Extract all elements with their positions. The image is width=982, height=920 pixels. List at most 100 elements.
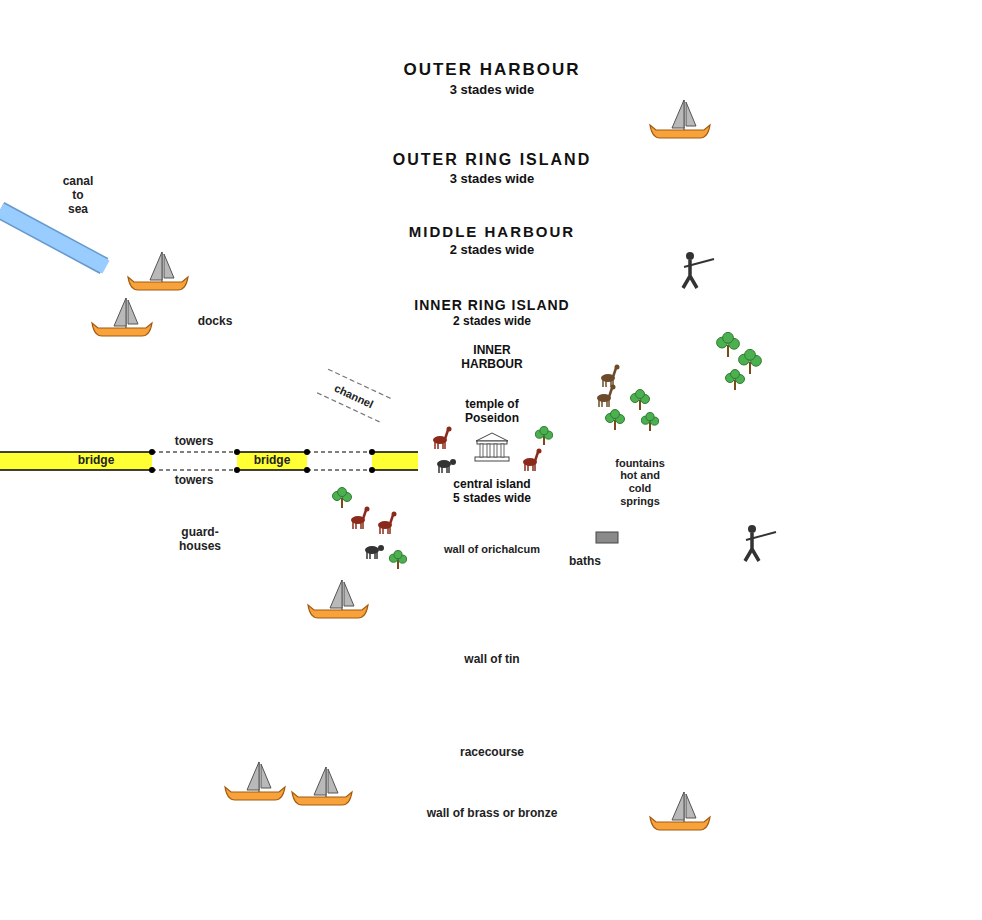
animal-leg bbox=[612, 380, 614, 387]
harbour-ring: OUTER HARBOUR3 stades wideOUTER RING ISL… bbox=[34, 2, 950, 918]
bridge-post bbox=[369, 449, 375, 455]
racecourse-track bbox=[318, 595, 725, 730]
animal-neck bbox=[535, 452, 538, 461]
tree-trunk bbox=[614, 420, 616, 430]
tree-leaves bbox=[731, 370, 740, 379]
boat bbox=[650, 792, 710, 830]
bridge-edge bbox=[0, 469, 152, 471]
place-label: bridge bbox=[78, 454, 115, 468]
boat-mast bbox=[258, 762, 259, 792]
animal-leg bbox=[602, 380, 604, 387]
tree-leaves bbox=[616, 415, 625, 424]
tree-trunk bbox=[649, 422, 651, 431]
boat bbox=[292, 767, 352, 805]
ring-outline bbox=[153, 121, 831, 799]
tree-leaves bbox=[641, 416, 649, 424]
bridge-post bbox=[369, 467, 375, 473]
animal-head bbox=[537, 449, 542, 454]
ring-heading: INNER HARBOUR bbox=[452, 344, 532, 372]
harbour-ring: MIDDLE HARBOUR2 stades wideINNER RING IS… bbox=[237, 205, 747, 715]
tree-trunk bbox=[727, 345, 729, 357]
ring-heading: OUTER HARBOUR bbox=[403, 60, 580, 80]
tree-leaves bbox=[751, 355, 762, 366]
tree-leaves bbox=[540, 427, 548, 435]
boat bbox=[308, 580, 368, 618]
bridge-dash bbox=[307, 470, 372, 471]
llama bbox=[433, 427, 452, 450]
ring-shape bbox=[237, 205, 747, 715]
soldier-body bbox=[683, 260, 697, 288]
dock-line bbox=[232, 258, 296, 322]
ring-outline bbox=[35, 3, 950, 918]
tree-trunk bbox=[749, 362, 751, 374]
boat-sail bbox=[672, 100, 696, 128]
animal-leg bbox=[441, 466, 443, 473]
tree-leaves bbox=[389, 554, 397, 562]
animal-leg bbox=[366, 552, 368, 559]
animal-leg bbox=[374, 552, 376, 559]
ring-caption: central island 5 stades wide bbox=[451, 478, 533, 506]
animal-leg bbox=[532, 464, 534, 471]
temple-lintel bbox=[477, 441, 507, 444]
place-label: towers bbox=[175, 435, 214, 449]
bridge-dash bbox=[152, 452, 237, 453]
tree bbox=[631, 390, 650, 411]
tree-leaves bbox=[723, 332, 734, 343]
bridge-span bbox=[372, 452, 418, 470]
animal-body bbox=[351, 516, 365, 524]
boat bbox=[650, 100, 710, 138]
tree bbox=[333, 488, 352, 509]
baths-icon bbox=[596, 532, 618, 543]
tree-leaves bbox=[398, 555, 406, 563]
tree-leaves bbox=[726, 374, 735, 383]
temple-base bbox=[475, 457, 509, 461]
boat-hull bbox=[650, 125, 710, 138]
boat-hull bbox=[308, 605, 368, 618]
animal-leg bbox=[355, 522, 357, 529]
animal-leg bbox=[434, 442, 436, 449]
boat-sail bbox=[247, 762, 271, 790]
ring-outline bbox=[373, 341, 611, 579]
tree-leaves bbox=[343, 493, 352, 502]
place-label: racecourse bbox=[460, 746, 524, 760]
soldier-head bbox=[748, 525, 756, 533]
animal-head bbox=[611, 385, 616, 390]
animal-leg bbox=[598, 400, 600, 407]
place-label: baths bbox=[569, 555, 601, 569]
animal-neck bbox=[445, 430, 448, 439]
tree-trunk bbox=[397, 560, 399, 569]
place-label: wall of tin bbox=[464, 653, 519, 667]
animal-neck bbox=[363, 510, 366, 519]
bridge-dash bbox=[152, 470, 237, 471]
animal-body bbox=[365, 546, 379, 554]
bridge-post bbox=[304, 467, 310, 473]
tree-leaves bbox=[333, 492, 342, 501]
boat-sail bbox=[672, 792, 696, 820]
boat-sail bbox=[114, 298, 138, 326]
animal-leg bbox=[352, 522, 354, 529]
tree-leaves bbox=[544, 431, 552, 439]
soldier-spear bbox=[746, 532, 776, 540]
tree-trunk bbox=[543, 436, 545, 445]
bridge-edge bbox=[372, 469, 418, 471]
bridge-post bbox=[149, 449, 155, 455]
animal-body bbox=[601, 374, 615, 382]
animal-body bbox=[433, 436, 447, 444]
animal-body bbox=[597, 394, 611, 402]
animal-leg bbox=[438, 466, 440, 473]
canal bbox=[0, 210, 106, 267]
animal-head bbox=[447, 427, 452, 432]
animal-leg bbox=[379, 527, 381, 534]
boat-sail bbox=[330, 580, 354, 608]
place-label: bridge bbox=[254, 454, 291, 468]
ring-outline bbox=[419, 387, 565, 533]
animal-neck bbox=[390, 515, 393, 524]
animal-head bbox=[365, 507, 370, 512]
ring-outline bbox=[308, 276, 676, 644]
tree-leaves bbox=[611, 410, 620, 419]
bridge-edge bbox=[237, 469, 307, 471]
boat-hull bbox=[650, 817, 710, 830]
